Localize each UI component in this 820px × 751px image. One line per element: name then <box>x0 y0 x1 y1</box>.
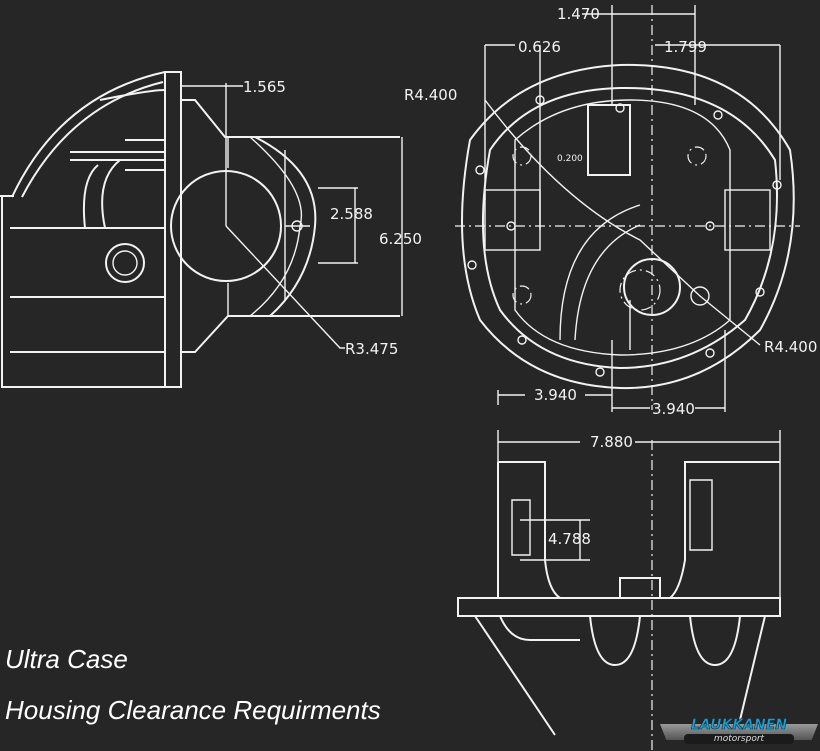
bottom-view <box>457 430 781 751</box>
caption-subtitle: Housing Clearance Requirments <box>5 695 381 725</box>
front-view <box>455 5 800 412</box>
dim-1565: 1.565 <box>243 78 286 96</box>
dim-r3475: R3.475 <box>345 340 398 358</box>
dim-3940-right: 3.940 <box>652 400 695 418</box>
bolt-holes <box>467 95 782 377</box>
laukkanen-logo: LAUKKANEN motorsport <box>660 717 818 748</box>
caption-title: Ultra Case <box>5 644 128 674</box>
dim-1470: 1.470 <box>557 5 600 23</box>
dim-0200: 0.200 <box>557 154 583 164</box>
side-view <box>0 71 403 388</box>
dim-r4400-left: R4.400 <box>404 86 457 104</box>
dim-2588: 2.588 <box>330 205 373 223</box>
logo-name: LAUKKANEN <box>690 717 788 734</box>
dim-0626: 0.626 <box>518 38 561 56</box>
dim-1799: 1.799 <box>664 38 707 56</box>
dim-7880: 7.880 <box>590 433 633 451</box>
logo-sub: motorsport <box>684 734 794 744</box>
dim-r4400-right: R4.400 <box>764 338 817 356</box>
dim-6250: 6.250 <box>379 230 422 248</box>
dim-3940-left: 3.940 <box>534 386 577 404</box>
dim-4788: 4.788 <box>548 530 591 548</box>
